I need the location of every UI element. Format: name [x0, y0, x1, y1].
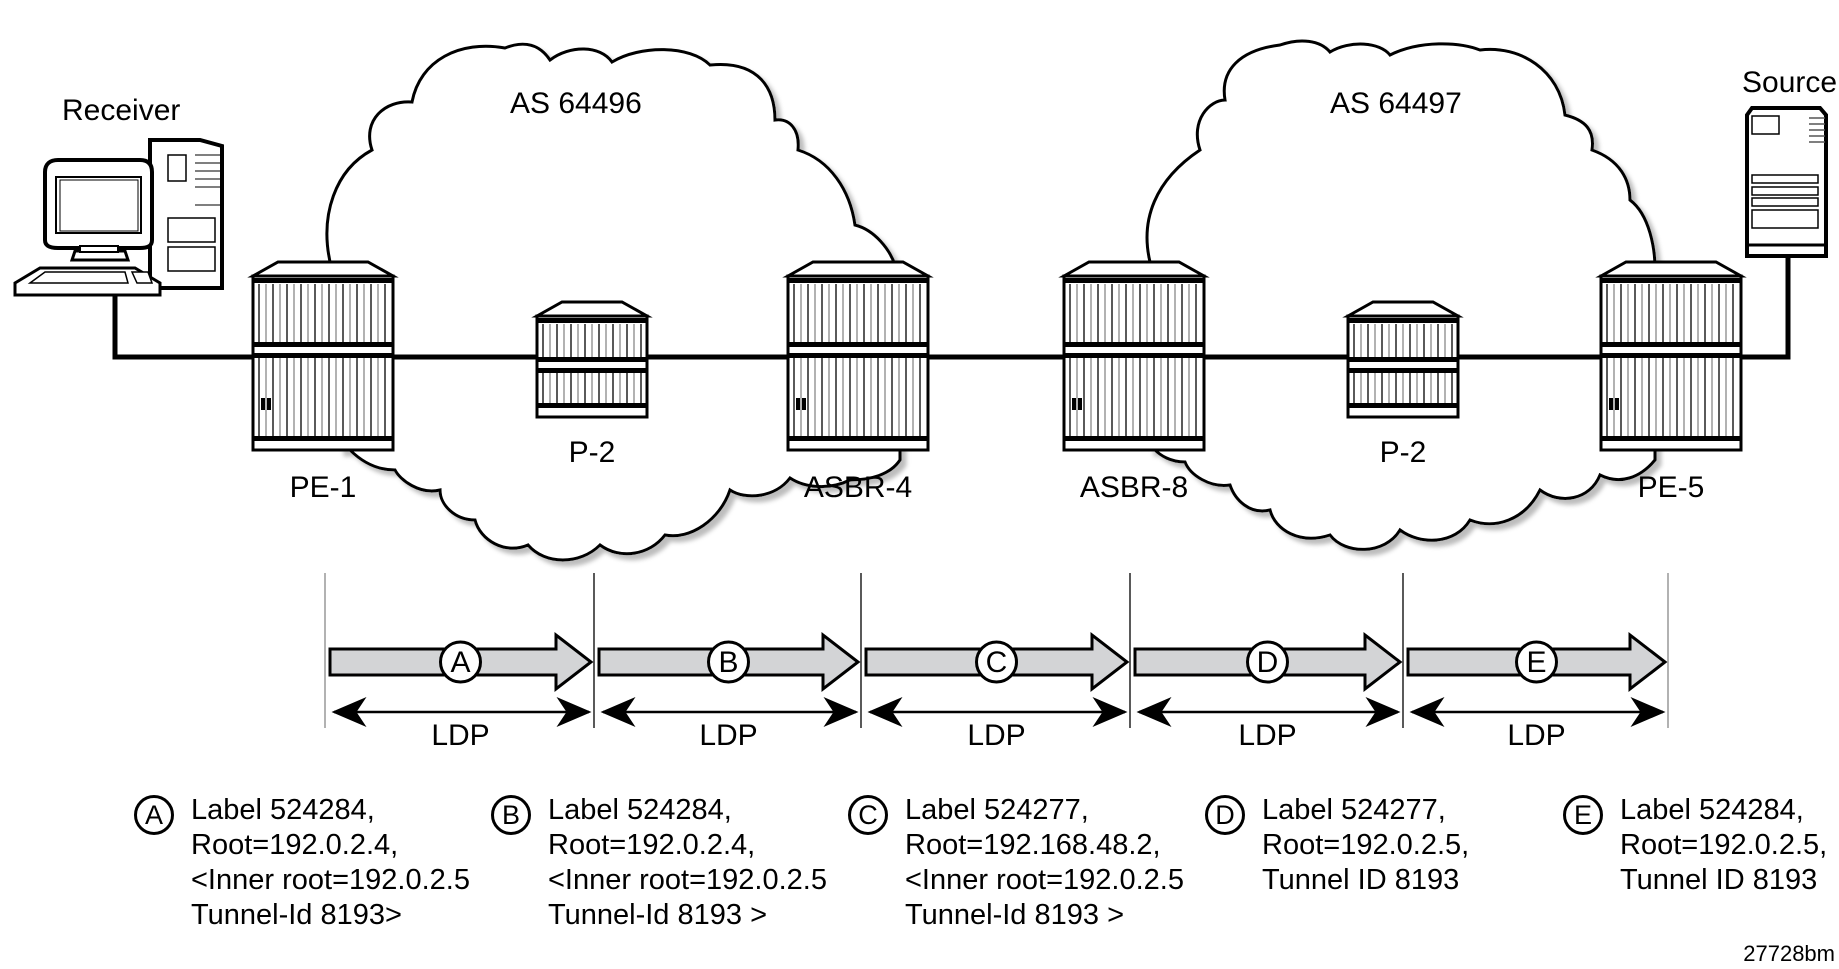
source-label: Source: [1742, 66, 1837, 99]
router-p2b[interactable]: P-2: [1342, 300, 1464, 469]
marker-label: D: [1257, 646, 1279, 679]
note-line: Root=192.0.2.4,: [191, 829, 399, 861]
router-label: P-2: [1380, 436, 1427, 469]
router-pe1[interactable]: PE-1: [247, 260, 399, 504]
note-line: Label 524284,: [1620, 794, 1804, 826]
note-line: <Inner root=192.0.2.5: [905, 864, 1184, 896]
router-label: PE-1: [290, 471, 357, 504]
note-marker: E: [1563, 795, 1603, 835]
note-line: Root=192.168.48.2,: [905, 829, 1161, 861]
note-line: Label 524284,: [548, 794, 732, 826]
note-marker: A: [134, 795, 174, 835]
router-pe5[interactable]: PE-5: [1595, 260, 1747, 504]
note-line: Root=192.0.2.5,: [1262, 829, 1470, 861]
protocol-label: LDP: [1238, 719, 1296, 752]
note-line: Root=192.0.2.4,: [548, 829, 756, 861]
note-text: Label 524277,Root=192.168.48.2,<Inner ro…: [905, 793, 1184, 933]
marker-circle: [1246, 640, 1289, 684]
note-text: Label 524284,Root=192.0.2.4,<Inner root=…: [548, 793, 827, 933]
router-label: ASBR-4: [804, 471, 912, 504]
protocol-label: LDP: [699, 719, 757, 752]
figure-id: 27728bm: [1743, 941, 1835, 966]
receiver-label: Receiver: [62, 94, 180, 127]
segment-a: A LDP: [328, 631, 594, 752]
note-line: Label 524277,: [905, 794, 1089, 826]
marker-circle: [1515, 640, 1558, 684]
note-text: Label 524277,Root=192.0.2.5,Tunnel ID 81…: [1262, 793, 1469, 898]
router-p2a[interactable]: P-2: [531, 300, 653, 469]
note-line: Tunnel ID 8193: [1620, 864, 1818, 896]
note-line: <Inner root=192.0.2.5: [191, 864, 470, 896]
note-line: Label 524277,: [1262, 794, 1446, 826]
router-asbr8[interactable]: ASBR-8: [1058, 260, 1210, 504]
segment-b: B LDP: [597, 631, 861, 752]
segment-d: D LDP: [1133, 631, 1403, 752]
segment-e: E LDP: [1406, 631, 1668, 752]
cloud-as64497: AS 64497: [1145, 39, 1657, 551]
note-line: Tunnel-Id 8193 >: [548, 899, 768, 931]
note-marker: D: [1205, 795, 1245, 835]
marker-circle: [975, 640, 1018, 684]
protocol-label: LDP: [1507, 719, 1565, 752]
router-label: P-2: [569, 436, 616, 469]
note-line: Tunnel-Id 8193 >: [905, 899, 1125, 931]
marker-label: A: [450, 646, 470, 679]
cloud-label: AS 64497: [1330, 87, 1462, 120]
cloud-label: AS 64496: [510, 87, 642, 120]
note-line: Root=192.0.2.5,: [1620, 829, 1828, 861]
note-line: <Inner root=192.0.2.5: [548, 864, 827, 896]
note-line: Label 524284,: [191, 794, 375, 826]
note-line: Tunnel ID 8193: [1262, 864, 1460, 896]
note-text: Label 524284,Root=192.0.2.5,Tunnel ID 81…: [1620, 793, 1827, 898]
router-asbr4[interactable]: ASBR-4: [782, 260, 934, 504]
note-marker: C: [848, 795, 888, 835]
note-marker: B: [491, 795, 531, 835]
note-line: Tunnel-Id 8193>: [191, 899, 402, 931]
marker-circle: [707, 640, 750, 684]
marker-label: C: [986, 646, 1008, 679]
source-server-icon: [1745, 106, 1828, 258]
protocol-label: LDP: [967, 719, 1025, 752]
marker-circle: [439, 640, 482, 684]
marker-label: B: [718, 646, 738, 679]
receiver-workstation-icon: [13, 138, 224, 297]
note-text: Label 524284,Root=192.0.2.4,<Inner root=…: [191, 793, 470, 933]
protocol-label: LDP: [431, 719, 489, 752]
router-label: ASBR-8: [1080, 471, 1188, 504]
segment-c: C LDP: [864, 631, 1130, 752]
marker-label: E: [1526, 646, 1546, 679]
network-link: [112, 258, 1791, 360]
router-label: PE-5: [1638, 471, 1705, 504]
